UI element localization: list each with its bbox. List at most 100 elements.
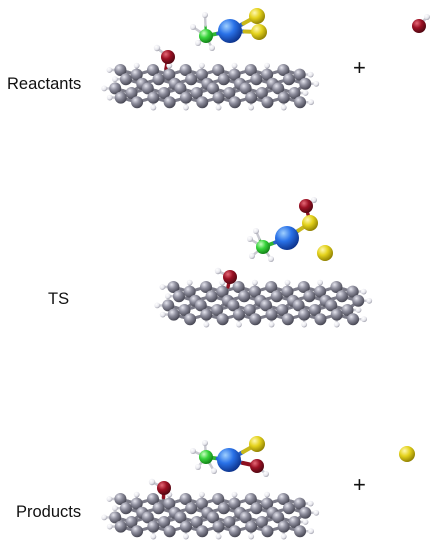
carbon-atom: [243, 304, 256, 316]
sulfur-atom: [249, 436, 265, 452]
carbon-atom: [250, 73, 263, 86]
carbon-atom: [212, 64, 225, 76]
hydrogen-atom: [249, 253, 255, 259]
carbon-atom: [228, 96, 241, 109]
carbon-atom: [294, 96, 307, 109]
carbon-atom: [277, 64, 290, 76]
hydrogen-atom: [263, 471, 269, 477]
carbon-atom: [227, 299, 240, 312]
hydrogen-atom: [215, 104, 222, 111]
carbon-atom: [200, 308, 213, 321]
carbon-atom: [190, 87, 203, 99]
carbon-atom: [174, 511, 187, 524]
carbon-atom: [288, 516, 301, 528]
carbon-atom: [352, 294, 365, 307]
carbon-atom: [158, 87, 171, 99]
hydrogen-atom: [112, 505, 118, 512]
hydrogen-atom: [101, 85, 108, 92]
carbon-atom: [217, 73, 230, 86]
hydrogen-atom: [106, 523, 113, 530]
hydrogen-atom: [133, 62, 140, 69]
carbon-atom: [288, 87, 301, 99]
carbon-atom: [183, 285, 196, 298]
carbon-atom: [179, 520, 192, 533]
hydrogen-atom: [190, 24, 196, 30]
carbon-atom: [109, 511, 122, 524]
hydrogen-atom: [307, 71, 314, 78]
carbon-atom: [212, 91, 225, 104]
hydrogen-atom: [236, 321, 242, 328]
carbon-atom: [314, 285, 327, 298]
nitrogen-atom: [218, 19, 242, 43]
carbon-atom: [125, 516, 138, 528]
carbon-atom: [238, 290, 251, 303]
carbon-atom: [163, 96, 176, 109]
sulfur-atom: [302, 215, 318, 231]
carbon-atom: [347, 313, 360, 326]
hydrogen-atom: [301, 321, 308, 328]
carbon-atom: [141, 511, 154, 524]
carbon-atom: [212, 493, 225, 505]
carbon-atom: [185, 73, 198, 86]
carbon-atom: [114, 64, 127, 76]
hydrogen-atom: [333, 321, 340, 328]
carbon-atom: [282, 73, 295, 86]
hydrogen-atom: [308, 99, 314, 106]
carbon-atom: [272, 82, 285, 95]
hydrogen-atom: [106, 67, 113, 73]
attacking-oxygen-atom: [299, 199, 313, 213]
carbon-atom: [293, 497, 306, 510]
carbon-atom: [184, 313, 197, 326]
hydrogen-atom: [424, 14, 430, 20]
carbon-atom: [196, 525, 209, 538]
carbon-atom: [152, 502, 165, 515]
atom-layer: [101, 8, 430, 540]
hydrogen-atom: [366, 297, 373, 304]
hydrogen-atom: [284, 279, 291, 286]
hydrogen-atom: [311, 197, 317, 203]
methyl-carbon-atom: [256, 240, 270, 254]
carbon-atom: [292, 299, 305, 312]
carbon-atom: [314, 313, 327, 326]
carbon-atom: [109, 82, 122, 95]
carbon-atom: [255, 516, 268, 528]
carbon-atom: [299, 506, 312, 519]
carbon-atom: [163, 525, 176, 538]
carbon-atom: [131, 96, 144, 109]
hydrogen-atom: [313, 80, 320, 87]
carbon-atom: [114, 520, 127, 533]
hydrogen-atom: [203, 321, 210, 328]
hydrogen-atom: [153, 44, 161, 52]
carbon-atom: [131, 525, 144, 538]
carbon-atom: [195, 68, 208, 81]
label-ts: TS: [48, 290, 70, 308]
hydrogen-atom: [183, 104, 189, 111]
plus-sign-top: +: [353, 55, 366, 80]
carbon-atom: [330, 308, 343, 321]
carbon-atom: [245, 520, 258, 533]
carbon-atom: [232, 308, 245, 321]
hydrogen-atom: [248, 533, 255, 540]
carbon-atom: [130, 68, 143, 81]
hydrogen-atom: [195, 40, 201, 46]
hydrogen-atom: [106, 94, 113, 101]
hydrogen-atom: [148, 478, 156, 486]
carbon-atom: [281, 313, 294, 326]
hydroxyl-oxygen-atom: [223, 270, 237, 284]
hydrogen-atom: [307, 500, 314, 507]
label-products: Products: [16, 503, 82, 521]
carbon-atom: [261, 525, 274, 538]
carbon-atom: [119, 502, 132, 515]
carbon-atom: [196, 96, 209, 109]
carbon-atom: [232, 281, 245, 293]
carbon-atom: [294, 525, 307, 538]
hydrogen-atom: [214, 267, 222, 275]
carbon-atom: [207, 82, 219, 95]
carbon-atom: [179, 91, 192, 104]
carbon-atom: [172, 290, 185, 303]
carbon-atom: [270, 290, 283, 303]
carbon-atom: [114, 493, 127, 505]
label-reactants: Reactants: [7, 75, 82, 93]
hydroxyl-oxygen-atom: [161, 50, 175, 64]
hydrogen-atom: [313, 509, 320, 516]
